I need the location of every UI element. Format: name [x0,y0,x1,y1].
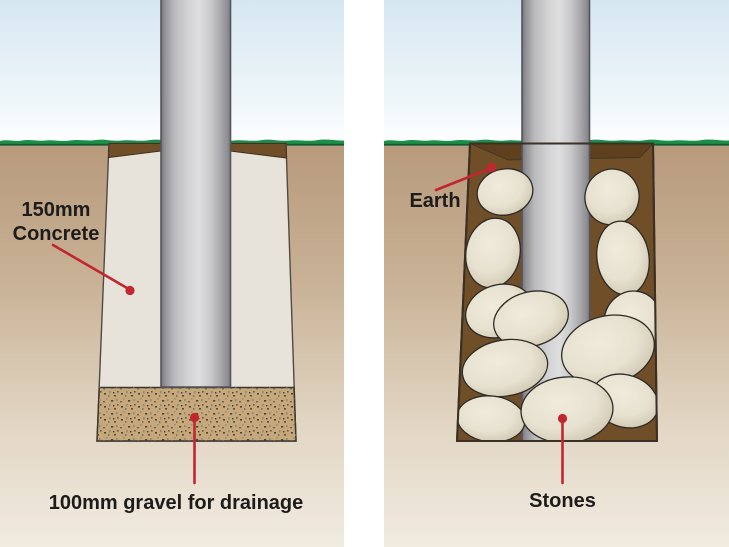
stone [520,376,614,441]
leader-dot [125,285,135,296]
concrete-label-line2: Concrete [12,223,100,245]
concrete-leader [51,243,135,296]
gravel-label: 100mm gravel for drainage [48,492,304,514]
concrete-method-panel [0,0,344,547]
gravel-leader [189,412,200,485]
earth-label: Earth [409,190,461,212]
leader-dot [486,162,497,173]
stone [461,338,549,398]
stone [476,168,534,216]
stones-group [457,168,657,441]
stone [584,168,640,226]
stone [493,290,569,348]
leader-line [434,167,491,192]
stones-leader [557,413,568,485]
stones-label: Stones [529,490,596,512]
stones-method-panel [384,0,729,547]
concrete-label-line1: 150mm [21,199,91,221]
leader-dot [189,412,200,423]
hole-outline [455,142,659,442]
concrete-label: 150mm Concrete [0,198,112,246]
leader-line [51,243,129,290]
leader-dot [557,413,568,424]
earth-leader [434,162,497,192]
post [160,0,232,388]
